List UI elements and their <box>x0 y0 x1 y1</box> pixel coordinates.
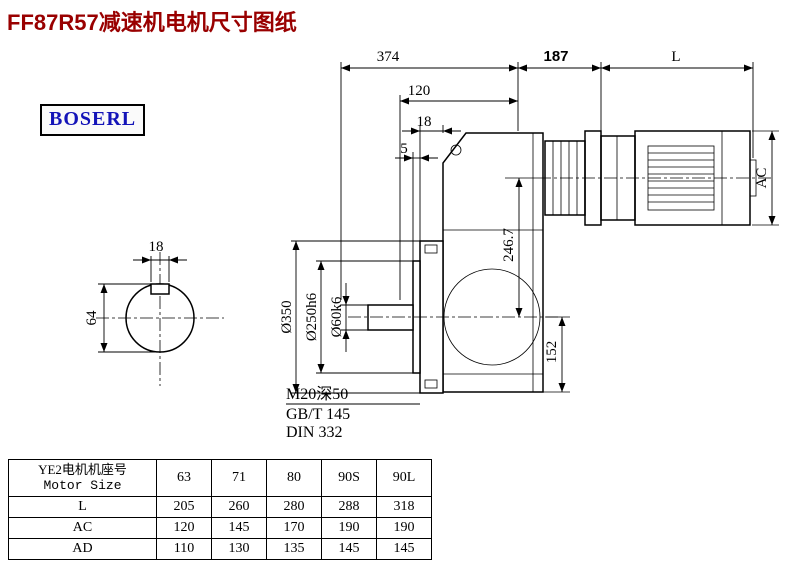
value-cell: 145 <box>376 538 432 560</box>
dim-keyway-18-label: 18 <box>149 239 164 255</box>
column-header-90L: 90L <box>376 459 432 497</box>
dim-5-label: 5 <box>400 141 408 157</box>
value-cell: 260 <box>211 496 267 518</box>
motor-size-table: YE2电机机座号 Motor Size 63 71 80 90S 90L L 2… <box>8 459 432 560</box>
diameter-dimensions: Ø350 Ø250h6 Ø60k6 <box>279 240 420 394</box>
value-cell: 135 <box>266 538 322 560</box>
flange-bolt-hole-top <box>424 244 438 254</box>
flange-bolt-hole-bottom <box>424 379 438 389</box>
table-row: AD 110 130 135 145 145 <box>8 538 432 560</box>
table-header-en: Motor Size <box>43 478 122 493</box>
dim-AC-label: AC <box>754 168 770 189</box>
note-gbt-label: GB/T 145 <box>286 406 350 423</box>
value-cell: 280 <box>266 496 322 518</box>
dim-374-label: 374 <box>377 49 400 65</box>
column-header-71: 71 <box>211 459 267 497</box>
note-din-label: DIN 332 <box>286 424 342 441</box>
page-title: FF87R57减速机电机尺寸图纸 <box>7 10 297 35</box>
dim-64-label: 64 <box>84 310 100 326</box>
dim-L-label: L <box>671 49 680 65</box>
value-cell: 205 <box>156 496 212 518</box>
gearbox-outline <box>348 132 558 394</box>
note-m20-label: M20深50 <box>286 385 348 403</box>
table-header-motor-size: YE2电机机座号 Motor Size <box>8 459 157 497</box>
value-cell: 288 <box>321 496 377 518</box>
dim-18-label: 18 <box>417 114 432 130</box>
shaft-end-view: 18 64 <box>84 239 224 386</box>
table-row: L 205 260 280 288 318 <box>8 496 432 518</box>
table-row: AC 120 145 170 190 190 <box>8 517 432 539</box>
table-header-cn: YE2电机机座号 <box>38 462 127 477</box>
column-header-80: 80 <box>266 459 322 497</box>
boserl-logo-text: BOSERL <box>49 108 137 130</box>
value-cell: 130 <box>211 538 267 560</box>
keyway-slot <box>150 283 170 295</box>
value-cell: 190 <box>376 517 432 539</box>
motor-fins <box>647 145 715 211</box>
dim-60-label: Ø60k6 <box>329 296 345 337</box>
dim-350-label: Ø350 <box>279 300 295 333</box>
row-label-AC: AC <box>8 517 157 539</box>
output-shaft <box>367 304 414 331</box>
dim-246-label: 246.7 <box>501 228 517 262</box>
column-header-63: 63 <box>156 459 212 497</box>
row-label-AD: AD <box>8 538 157 560</box>
value-cell: 170 <box>266 517 322 539</box>
dim-187-label: 187 <box>543 48 568 65</box>
column-header-90S: 90S <box>321 459 377 497</box>
value-cell: 190 <box>321 517 377 539</box>
dim-120-label: 120 <box>408 83 431 99</box>
fan-cover-end <box>749 159 757 197</box>
boserl-logo: BOSERL <box>40 104 146 136</box>
vertical-dimensions: 246.7 152 AC <box>501 130 779 393</box>
row-label-L: L <box>8 496 157 518</box>
value-cell: 110 <box>156 538 212 560</box>
top-dimensions: 374 187 L 120 18 5 <box>340 48 754 300</box>
value-cell: 145 <box>321 538 377 560</box>
value-cell: 120 <box>156 517 212 539</box>
eyebolt-hole <box>450 144 462 156</box>
motor-outline <box>538 130 772 226</box>
value-cell: 318 <box>376 496 432 518</box>
dim-250-label: Ø250h6 <box>304 292 320 341</box>
thread-notes: M20深50 GB/T 145 DIN 332 <box>286 385 420 441</box>
dim-152-label: 152 <box>544 341 560 364</box>
value-cell: 145 <box>211 517 267 539</box>
